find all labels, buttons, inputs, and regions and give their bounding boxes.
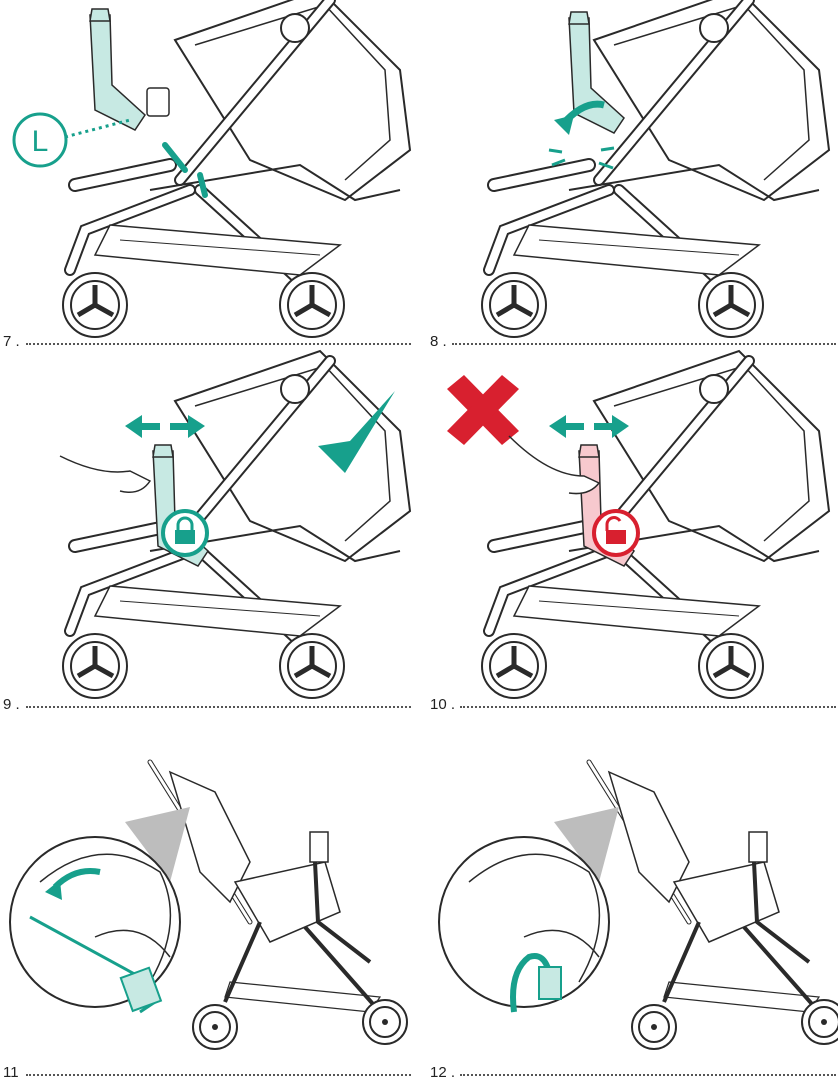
hand xyxy=(59,455,152,493)
step-8-panel xyxy=(419,0,838,361)
adapter-part xyxy=(89,8,146,131)
step-divider xyxy=(460,706,836,708)
step-11-illustration xyxy=(9,722,419,1083)
callout-circle xyxy=(12,112,68,168)
step-10-panel xyxy=(419,361,838,722)
mount-indicator xyxy=(162,142,208,198)
click-burst-icon xyxy=(548,146,615,170)
double-arrow-icon xyxy=(125,415,205,438)
step-7-panel: L xyxy=(0,0,419,361)
step-number-8: 8 . xyxy=(430,333,447,350)
step-8-illustration xyxy=(419,0,838,361)
step-divider xyxy=(26,1074,411,1076)
zoom-circle xyxy=(438,836,610,1008)
zoom-cone xyxy=(554,807,619,882)
double-arrow-icon xyxy=(549,415,629,438)
step-9-illustration xyxy=(0,361,419,722)
callout-letter: L xyxy=(32,125,49,158)
step-divider xyxy=(460,1074,836,1076)
strap xyxy=(510,953,552,1013)
zoom-cone xyxy=(125,807,190,882)
step-7-illustration: L xyxy=(12,0,419,361)
step-divider xyxy=(26,706,411,708)
step-number-7: 7 . xyxy=(3,333,20,350)
step-11-panel xyxy=(0,722,419,1083)
step-number-12: 12 . xyxy=(430,1064,456,1081)
step-10-illustration xyxy=(447,361,838,722)
zoom-circle xyxy=(9,836,181,1008)
step-divider xyxy=(26,343,411,345)
step-number-11: 11 xyxy=(3,1064,19,1081)
step-divider xyxy=(452,343,836,345)
callout-leader xyxy=(64,118,131,139)
step-12-illustration xyxy=(438,722,838,1083)
mount-bracket xyxy=(146,87,170,117)
padlock-closed-icon xyxy=(175,516,195,544)
step-9-panel xyxy=(0,361,419,722)
step-12-panel xyxy=(419,722,838,1083)
hand xyxy=(508,435,601,495)
padlock-open-icon xyxy=(605,516,626,544)
cross-icon xyxy=(447,375,519,445)
checkmark-icon xyxy=(318,391,395,473)
step-number-10: 10 . xyxy=(430,696,456,713)
step-number-9: 9 . xyxy=(3,696,20,713)
